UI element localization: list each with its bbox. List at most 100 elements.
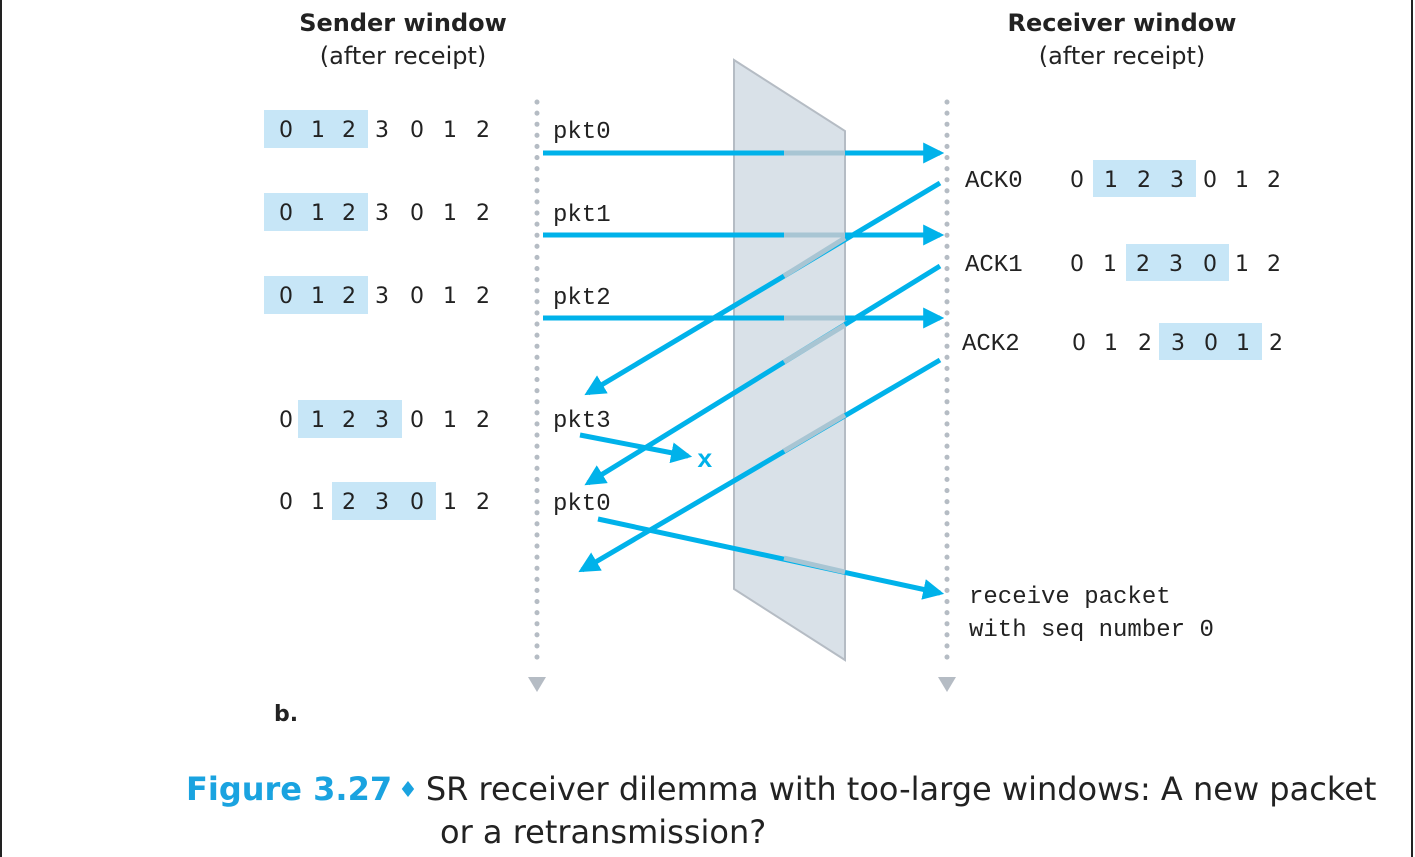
- caption-separator-icon: ♦: [398, 778, 418, 803]
- seq-digit: 0: [1203, 168, 1217, 193]
- sender-window-row-3: 0 1 2 3 0 1 2: [279, 400, 490, 438]
- sender-window-row-0: 0 1 2 3 0 1 2: [264, 110, 490, 148]
- receiver-window-row-1: ACK1 0 1 2 3 0 1 2: [965, 244, 1281, 281]
- ack0-arrow: [584, 180, 942, 396]
- seq-digit: 2: [342, 118, 356, 143]
- ack2-hidden-segment: [782, 412, 847, 454]
- sender-window-row-2: 0 1 2 3 0 1 2: [264, 276, 490, 314]
- seq-digit: 1: [1104, 168, 1118, 193]
- seq-digit: 1: [1104, 331, 1118, 356]
- ack-label: ACK2: [962, 331, 1020, 358]
- seq-digit: 2: [476, 284, 490, 309]
- receive-note-line-2: with seq number 0: [969, 617, 1214, 644]
- ack-label: ACK0: [965, 168, 1023, 195]
- window-highlight: [1093, 160, 1196, 197]
- seq-digit: 3: [375, 201, 389, 226]
- window-highlight: [264, 276, 368, 314]
- window-highlight: [298, 400, 402, 438]
- pkt0-retransmit-hidden-segment: [783, 555, 846, 575]
- seq-digit: 2: [342, 490, 356, 515]
- receiver-window-subtitle: (after receipt): [1039, 42, 1206, 70]
- sender-window-row-4: 0 1 2 3 0 1 2: [279, 482, 490, 520]
- seq-digit: 1: [1235, 168, 1249, 193]
- window-highlight: [1159, 323, 1262, 360]
- seq-digit: 1: [1103, 252, 1117, 277]
- window-highlight: [264, 193, 368, 231]
- ack2-arrow: [578, 357, 942, 573]
- receiver-window-title: Receiver window: [1008, 9, 1237, 37]
- figure-number: Figure 3.27: [186, 770, 393, 808]
- seq-digit: 2: [1136, 252, 1150, 277]
- seq-digit: 1: [311, 284, 325, 309]
- seq-digit: 3: [375, 284, 389, 309]
- seq-digit: 1: [311, 408, 325, 433]
- seq-digit: 2: [476, 408, 490, 433]
- seq-digit: 2: [1137, 168, 1151, 193]
- lost-packet-marker: x: [697, 445, 713, 475]
- seq-digit: 2: [1267, 168, 1281, 193]
- seq-digit: 1: [1236, 331, 1250, 356]
- seq-digit: 0: [410, 284, 424, 309]
- seq-digit: 1: [311, 118, 325, 143]
- seq-digit: 3: [1171, 331, 1185, 356]
- seq-digit: 0: [410, 408, 424, 433]
- packet-label: pkt0: [553, 119, 611, 146]
- seq-digit: 2: [1138, 331, 1152, 356]
- seq-digit: 1: [443, 284, 457, 309]
- receive-note-line-1: receive packet: [969, 584, 1171, 611]
- ack1-hidden-segment: [782, 322, 847, 365]
- seq-digit: 2: [342, 284, 356, 309]
- packet-label: pkt3: [553, 408, 611, 435]
- sender-window-title: Sender window: [299, 9, 507, 37]
- seq-digit: 1: [311, 201, 325, 226]
- seq-digit: 2: [1269, 331, 1283, 356]
- part-label: b.: [274, 702, 298, 727]
- seq-digit: 2: [342, 408, 356, 433]
- seq-digit: 0: [279, 118, 293, 143]
- pkt3-lost-arrow: [579, 432, 693, 464]
- seq-digit: 0: [1070, 168, 1084, 193]
- window-highlight: [1126, 244, 1229, 281]
- seq-digit: 0: [279, 201, 293, 226]
- seq-digit: 3: [1169, 252, 1183, 277]
- pkt0-retransmit-arrow: [597, 516, 945, 600]
- seq-digit: 0: [279, 408, 293, 433]
- seq-digit: 2: [342, 201, 356, 226]
- seq-digit: 1: [443, 408, 457, 433]
- seq-digit: 0: [279, 490, 293, 515]
- packet-label: pkt1: [553, 202, 611, 229]
- window-highlight: [332, 482, 436, 520]
- caption-line-2: or a retransmission?: [440, 813, 767, 851]
- sr-dilemma-diagram: Sender window (after receipt) Receiver w…: [264, 9, 1283, 727]
- seq-digit: 0: [1072, 331, 1086, 356]
- seq-digit: 0: [1203, 252, 1217, 277]
- seq-digit: 0: [410, 201, 424, 226]
- caption-line-1: SR receiver dilemma with too-large windo…: [425, 770, 1377, 808]
- seq-digit: 2: [476, 118, 490, 143]
- receiver-window-row-0: ACK0 0 1 2 3 0 1 2: [965, 160, 1281, 197]
- seq-digit: 2: [1267, 252, 1281, 277]
- figure-caption: Figure 3.27♦ SR receiver dilemma with too…: [186, 770, 1386, 851]
- seq-digit: 1: [1235, 252, 1249, 277]
- seq-digit: 0: [279, 284, 293, 309]
- ack-label: ACK1: [965, 252, 1023, 279]
- sender-window-subtitle: (after receipt): [320, 42, 487, 70]
- packet-label: pkt2: [553, 285, 611, 312]
- seq-digit: 0: [1070, 252, 1084, 277]
- packet-label: pkt0: [553, 491, 611, 518]
- seq-digit: 0: [410, 118, 424, 143]
- receiver-window-row-2: ACK2 0 1 2 3 0 1 2: [962, 323, 1283, 360]
- seq-digit: 3: [375, 408, 389, 433]
- seq-digit: 1: [443, 490, 457, 515]
- ack0-hidden-segment: [782, 235, 847, 279]
- seq-digit: 2: [476, 201, 490, 226]
- sender-window-row-1: 0 1 2 3 0 1 2: [264, 193, 490, 231]
- seq-digit: 2: [476, 490, 490, 515]
- sender-timeline-arrowhead: [528, 677, 546, 692]
- seq-digit: 1: [443, 118, 457, 143]
- seq-digit: 1: [443, 201, 457, 226]
- seq-digit: 3: [1170, 168, 1184, 193]
- window-highlight: [264, 110, 368, 148]
- seq-digit: 0: [410, 490, 424, 515]
